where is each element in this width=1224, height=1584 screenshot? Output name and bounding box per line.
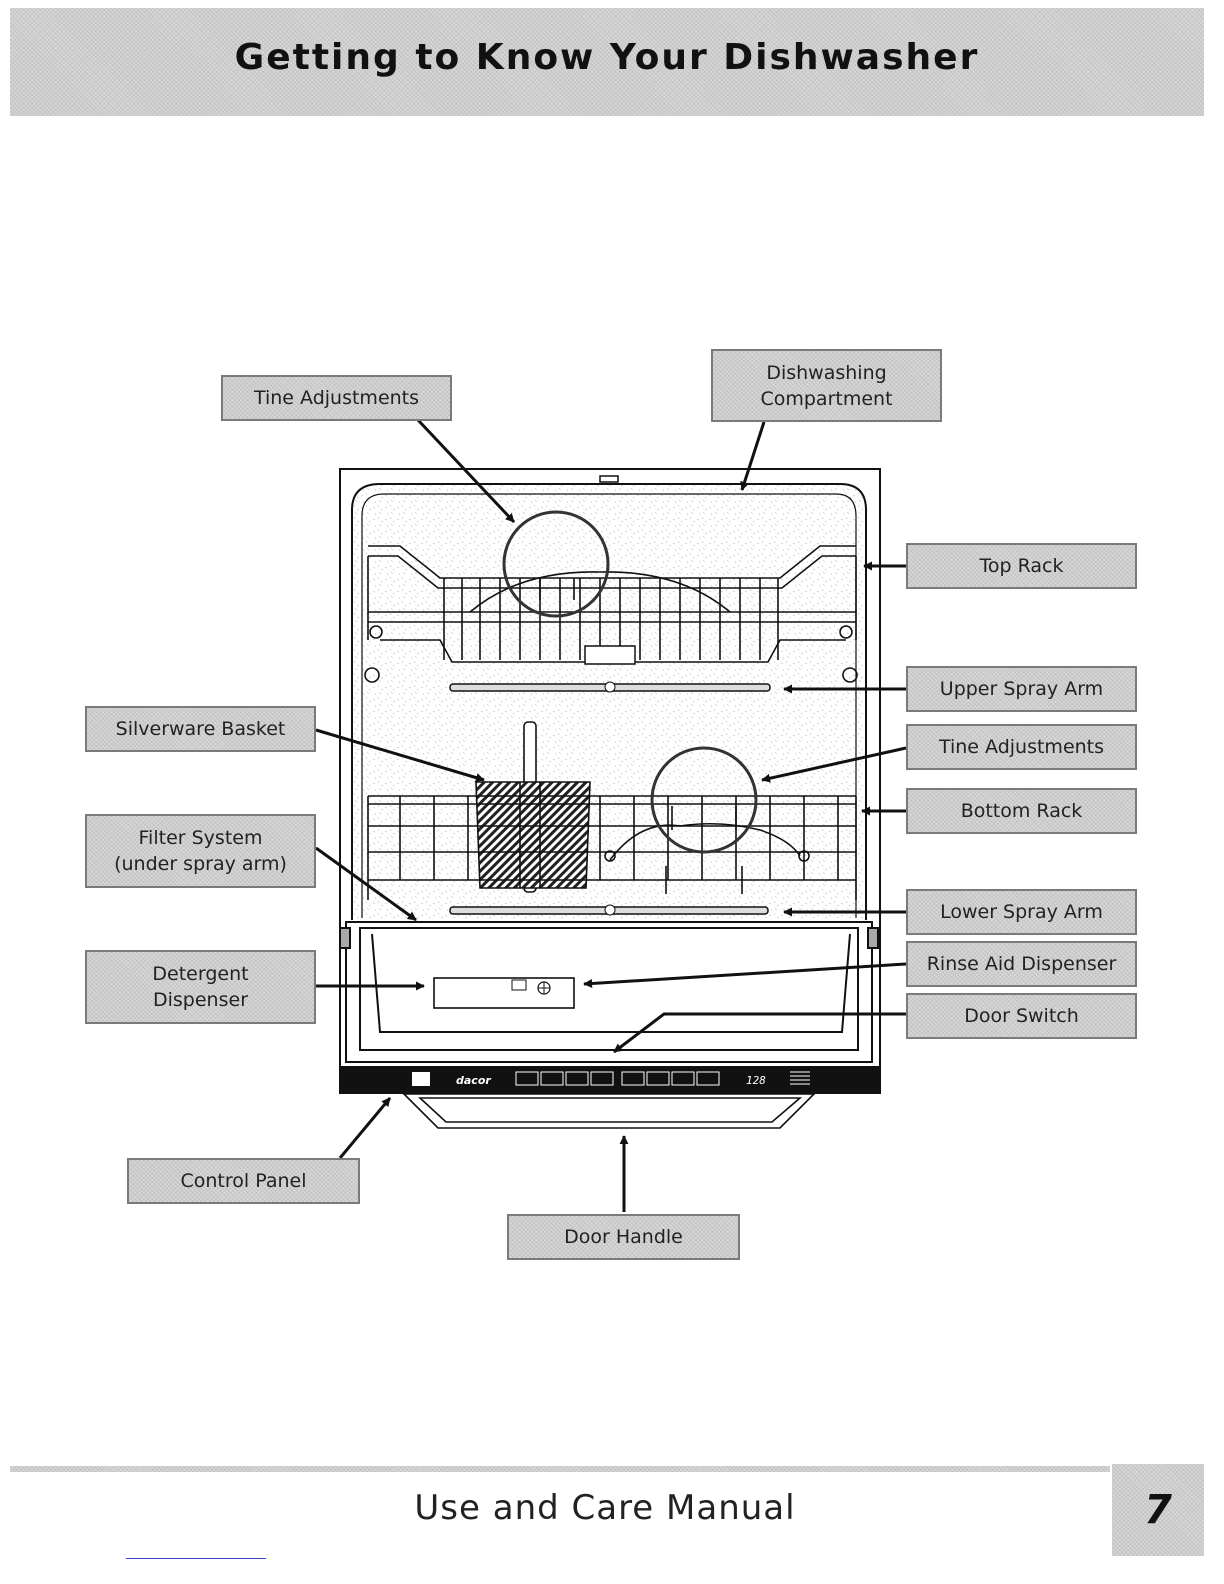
svg-text:dacor: dacor — [456, 1074, 491, 1087]
silverware-basket-drawing — [475, 721, 591, 893]
bottom-rack-drawing — [367, 795, 857, 900]
callout-upper-spray-arm: Upper Spray Arm — [906, 666, 1137, 712]
callout-lower-spray-arm: Lower Spray Arm — [906, 889, 1137, 935]
leader-control-panel — [338, 1097, 392, 1159]
tine-highlight-circle-top — [502, 510, 610, 618]
lower-spray-arm-drawing — [449, 904, 769, 916]
callout-door-handle: Door Handle — [507, 1214, 740, 1260]
leader-silverware-basket — [315, 728, 485, 783]
footer-rule — [10, 1466, 1110, 1472]
callout-bottom-rack: Bottom Rack — [906, 788, 1137, 834]
callout-dishwashing-compartment: Dishwashing Compartment — [711, 349, 942, 422]
callout-door-switch: Door Switch — [906, 993, 1137, 1039]
callout-tine-adjustments-bottom: Tine Adjustments — [906, 724, 1137, 770]
callout-control-panel: Control Panel — [127, 1158, 360, 1204]
callout-top-rack: Top Rack — [906, 543, 1137, 589]
leader-tine-adjustments-top — [416, 418, 516, 524]
link-underline[interactable] — [126, 1558, 266, 1559]
callout-filter-system: Filter System (under spray arm) — [85, 814, 316, 888]
leader-tine-adjustments-bottom — [761, 746, 907, 783]
page-title: Getting to Know Your Dishwasher — [234, 36, 980, 78]
callout-tine-adjustments-top: Tine Adjustments — [221, 375, 452, 421]
leader-filter-system — [315, 846, 417, 922]
manual-title: Use and Care Manual — [414, 1488, 796, 1528]
page-number: 7 — [1144, 1487, 1172, 1533]
upper-spray-arm-drawing — [449, 645, 771, 693]
header-band: Getting to Know Your Dishwasher — [10, 8, 1204, 116]
leader-rinse-aid-dispenser — [583, 962, 907, 988]
callout-rinse-aid-dispenser: Rinse Aid Dispenser — [906, 941, 1137, 987]
control-panel-strip: dacor 128 — [340, 1066, 880, 1092]
callout-detergent-dispenser: Detergent Dispenser — [85, 950, 316, 1024]
page-number-box: 7 — [1112, 1464, 1204, 1556]
leader-door-switch — [613, 1012, 906, 1054]
door-inner-panel — [339, 921, 879, 1063]
tine-highlight-circle-bottom — [650, 746, 758, 854]
door-handle-drawing — [402, 1093, 816, 1129]
callout-silverware-basket: Silverware Basket — [85, 706, 316, 752]
control-panel-display: 128 — [746, 1074, 766, 1087]
leader-dishwashing-compartment — [740, 421, 766, 491]
